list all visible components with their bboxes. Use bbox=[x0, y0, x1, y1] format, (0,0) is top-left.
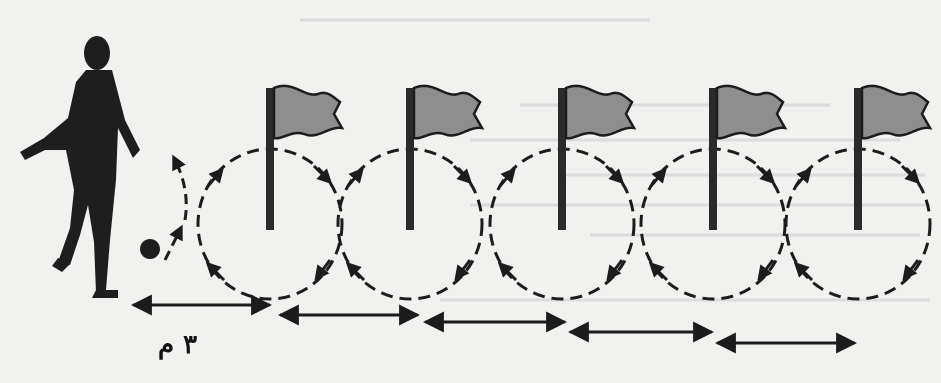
path-direction-arrow bbox=[454, 166, 468, 180]
flag-icon bbox=[862, 86, 930, 138]
path-direction-arrow bbox=[210, 266, 224, 280]
flag-icon bbox=[566, 86, 634, 138]
start-curve bbox=[175, 160, 186, 220]
path-direction-arrow bbox=[902, 166, 916, 180]
start-arrow bbox=[165, 230, 180, 260]
flag-icon bbox=[414, 86, 482, 138]
path-direction-arrow bbox=[653, 266, 667, 280]
measurement-arrows bbox=[133, 305, 855, 343]
path-direction-arrow bbox=[314, 166, 328, 180]
path-direction-arrow bbox=[208, 172, 220, 186]
path-direction-arrow bbox=[798, 266, 812, 280]
flag-icon bbox=[717, 86, 785, 138]
distance-label: ٣ م bbox=[158, 330, 197, 360]
background-bleed-lines bbox=[300, 20, 930, 300]
flag-icon bbox=[274, 86, 342, 138]
path-direction-arrow bbox=[348, 172, 360, 186]
path-direction-arrow bbox=[757, 166, 771, 180]
path-direction-arrow bbox=[502, 266, 516, 280]
path-direction-arrow bbox=[606, 166, 620, 180]
path-direction-arrow bbox=[350, 266, 364, 280]
player-silhouette bbox=[20, 36, 140, 298]
path-direction-arrow bbox=[500, 172, 512, 186]
ball-icon bbox=[140, 239, 160, 259]
